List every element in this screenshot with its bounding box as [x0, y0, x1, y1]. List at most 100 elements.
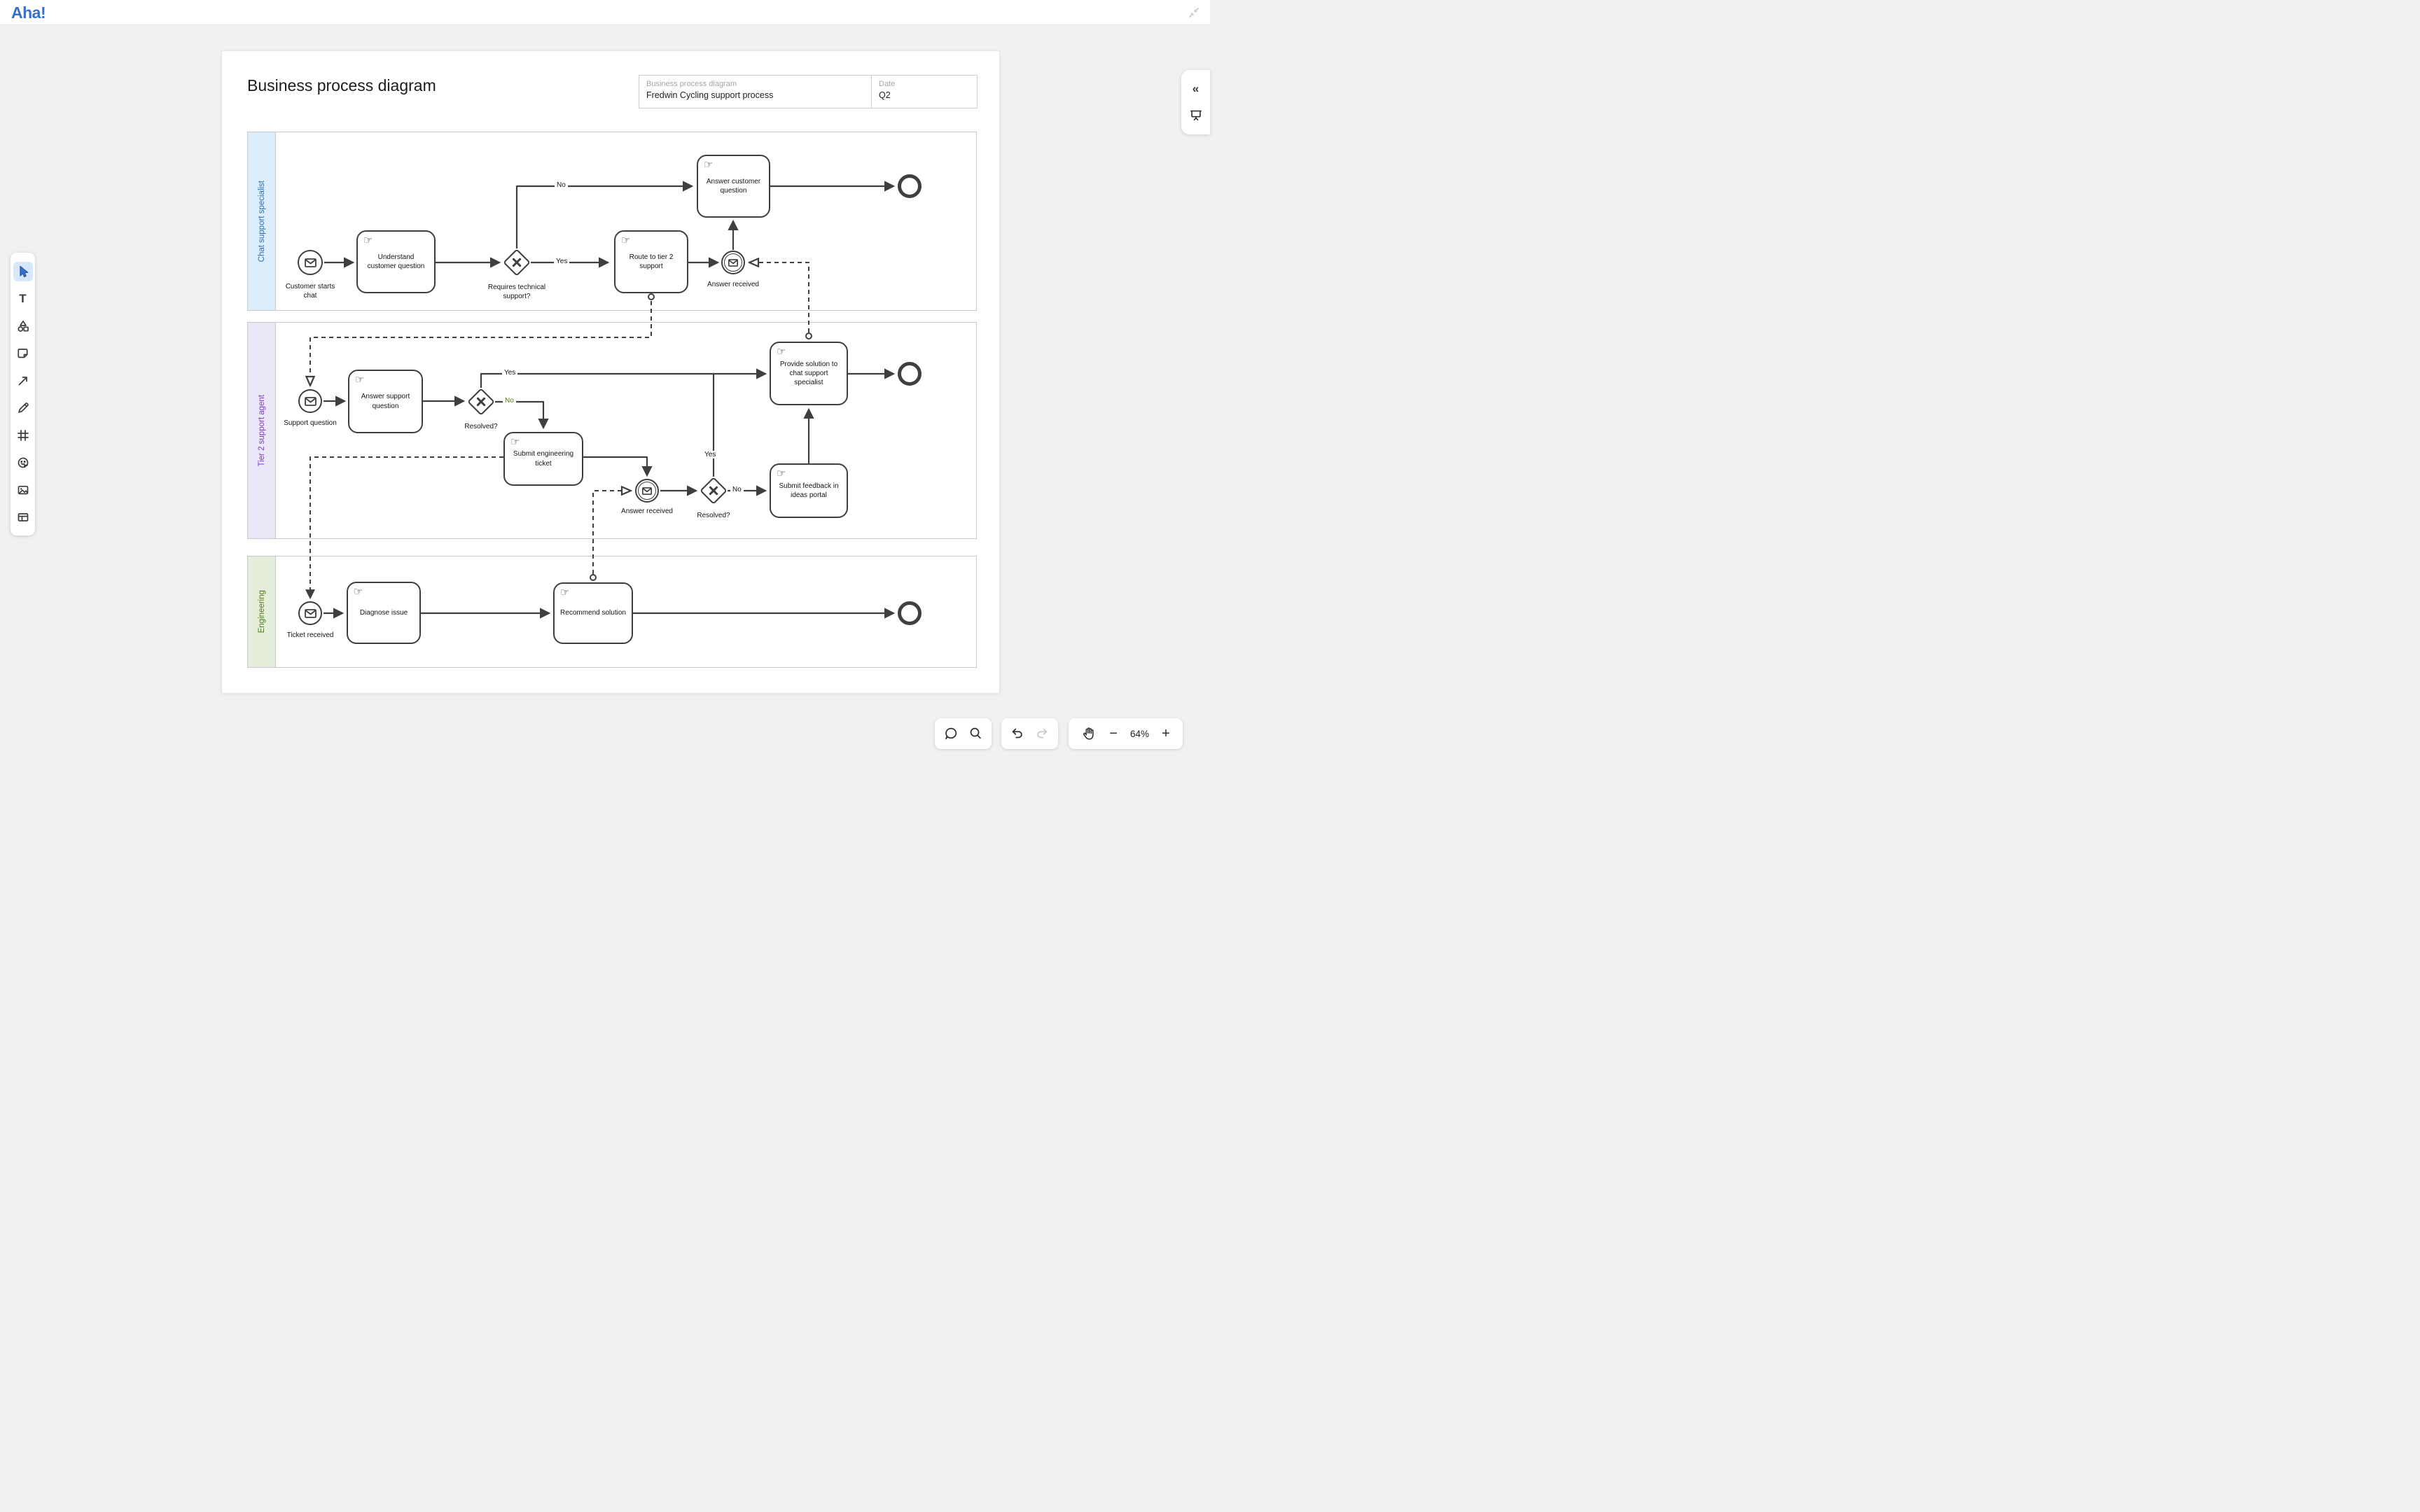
task-route-to-tier2-support[interactable]: ☞ Route to tier 2 support	[614, 230, 688, 293]
double-chevron-left-icon: «	[1192, 82, 1199, 96]
pen-icon	[18, 402, 29, 413]
message-icon	[728, 258, 738, 267]
message-icon	[304, 608, 317, 618]
edge-label-yes[interactable]: Yes	[554, 258, 570, 265]
sticky-note-tool-button[interactable]	[13, 344, 33, 363]
task-submit-feedback-ideas-portal[interactable]: ☞ Submit feedback in ideas portal	[770, 463, 848, 518]
collapse-window-icon[interactable]	[1188, 6, 1200, 19]
zoom-out-button[interactable]: −	[1109, 727, 1118, 741]
hand-icon	[1083, 727, 1094, 740]
edge-label-no[interactable]: No	[555, 181, 568, 189]
sticky-note-icon	[17, 348, 28, 358]
table-icon	[18, 512, 28, 522]
info-cell-name[interactable]: Business process diagram Fredwin Cycling…	[639, 76, 872, 108]
task-label: Answer customer question	[706, 177, 761, 195]
right-side-panel: «	[1181, 70, 1210, 134]
end-event-lane2[interactable]	[898, 362, 922, 386]
intermediate-event-answer-received-2[interactable]	[635, 479, 659, 503]
comment-search-group	[935, 718, 992, 749]
undo-button[interactable]	[1010, 726, 1025, 741]
edge-label-no[interactable]: No	[503, 397, 516, 405]
message-icon	[642, 486, 652, 495]
sticker-smiley-icon	[18, 457, 28, 468]
task-label: Provide solution to chat support special…	[779, 360, 838, 387]
minus-icon: −	[1109, 726, 1118, 741]
task-label: Submit engineering ticket	[513, 450, 574, 468]
zoom-controls-group: − 64% +	[1069, 718, 1183, 749]
shapes-tool-button[interactable]	[13, 316, 33, 336]
lane-header[interactable]: Chat support specialist	[248, 132, 276, 310]
start-event-support-question[interactable]	[298, 389, 322, 413]
edge-label-no[interactable]: No	[730, 486, 744, 493]
pen-tool-button[interactable]	[13, 398, 33, 418]
manual-task-icon: ☞	[560, 586, 570, 598]
task-submit-engineering-ticket[interactable]: ☞ Submit engineering ticket	[503, 432, 583, 486]
sticker-tool-button[interactable]	[13, 453, 33, 472]
image-icon	[18, 485, 28, 494]
event-label[interactable]: Ticket received	[286, 631, 334, 639]
task-label: Answer support question	[361, 393, 410, 410]
table-tool-button[interactable]	[13, 507, 33, 527]
gateway-requires-technical-support[interactable]	[503, 248, 531, 276]
info-name-value: Fredwin Cycling support process	[646, 90, 774, 100]
message-icon	[304, 258, 317, 267]
magnifier-icon	[970, 727, 981, 739]
event-label[interactable]: Answer received	[707, 281, 759, 288]
lane-header[interactable]: Engineering	[248, 556, 276, 667]
presentation-easel-icon	[1190, 110, 1202, 120]
task-label: Understand customer question	[367, 253, 425, 270]
manual-task-icon: ☞	[704, 158, 714, 171]
text-tool-button[interactable]: T	[13, 289, 33, 309]
task-diagnose-issue[interactable]: ☞ Diagnose issue	[347, 582, 421, 644]
lane-header[interactable]: Tier 2 support agent	[248, 323, 276, 538]
connector-tool-button[interactable]	[13, 371, 33, 391]
manual-task-icon: ☞	[510, 435, 520, 448]
zoom-in-button[interactable]: +	[1162, 727, 1170, 741]
frame-icon	[17, 429, 29, 441]
event-label[interactable]: Answer received	[621, 507, 673, 515]
task-understand-customer-question[interactable]: ☞ Understand customer question	[356, 230, 436, 293]
task-answer-customer-question[interactable]: ☞ Answer customer question	[697, 155, 770, 218]
aha-logo[interactable]: Aha!	[11, 4, 46, 22]
edge-label-yes[interactable]: Yes	[702, 451, 718, 458]
expand-panel-button[interactable]: «	[1192, 83, 1199, 94]
page-title[interactable]: Business process diagram	[247, 76, 436, 94]
edge-label-yes[interactable]: Yes	[502, 369, 518, 377]
whiteboard-page: Business process diagram Business proces…	[221, 50, 1000, 694]
present-button[interactable]	[1189, 108, 1203, 122]
image-tool-button[interactable]	[13, 480, 33, 500]
pan-hand-button[interactable]	[1081, 726, 1097, 741]
start-event-ticket-received[interactable]	[298, 601, 322, 625]
select-tool-button[interactable]	[13, 261, 33, 281]
zoom-level[interactable]: 64%	[1130, 728, 1150, 739]
manual-task-icon: ☞	[354, 585, 363, 598]
task-answer-support-question[interactable]: ☞ Answer support question	[348, 370, 423, 433]
undo-redo-group	[1001, 718, 1058, 749]
comment-button[interactable]	[943, 726, 959, 741]
text-icon: T	[19, 292, 27, 305]
app-header: Aha!	[0, 0, 1210, 25]
frame-tool-button[interactable]	[13, 426, 33, 445]
end-event-lane3[interactable]	[898, 601, 922, 625]
task-label: Submit feedback in ideas portal	[779, 482, 839, 499]
event-label[interactable]: Customer starts chat	[285, 283, 335, 300]
task-label: Route to tier 2 support	[629, 253, 674, 270]
task-label: Diagnose issue	[359, 608, 408, 617]
info-date-value: Q2	[879, 90, 891, 100]
gateway-label[interactable]: Resolved?	[464, 423, 498, 430]
event-label[interactable]: Support question	[284, 419, 337, 427]
task-provide-solution-to-chat-support[interactable]: ☞ Provide solution to chat support speci…	[770, 342, 848, 405]
gateway-resolved-2[interactable]	[700, 477, 728, 505]
gateway-label[interactable]: Requires technical support?	[487, 284, 546, 300]
zoom-search-button[interactable]	[968, 726, 983, 741]
gateway-resolved-1[interactable]	[467, 388, 495, 416]
redo-button[interactable]	[1034, 726, 1050, 741]
intermediate-event-answer-received-1[interactable]	[721, 251, 745, 274]
task-recommend-solution[interactable]: ☞ Recommend solution	[553, 582, 633, 644]
message-icon	[304, 396, 317, 406]
end-event-lane1[interactable]	[898, 174, 922, 198]
gateway-label[interactable]: Resolved?	[697, 512, 730, 519]
lane-label: Tier 2 support agent	[257, 394, 266, 467]
start-event-customer-starts-chat[interactable]	[298, 250, 323, 275]
info-cell-date[interactable]: Date Q2	[872, 76, 977, 108]
